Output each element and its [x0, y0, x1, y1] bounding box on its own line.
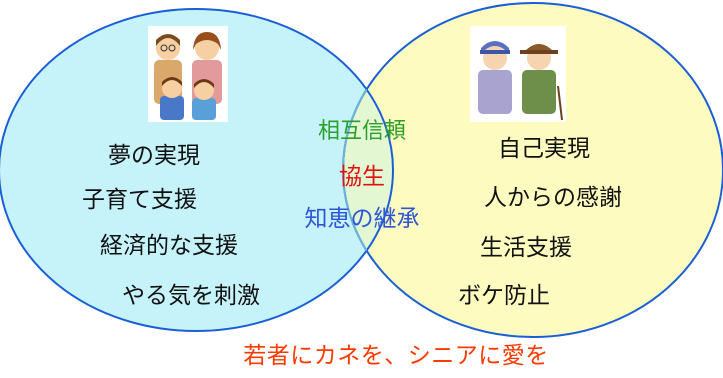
- elderly-couple-illustration: [470, 26, 566, 122]
- shared-mutual-trust: 相互信頼: [317, 119, 407, 144]
- senior-item-gratitude: 人からの感謝: [484, 185, 622, 211]
- young-item-financial-support: 経済的な支援: [100, 233, 238, 259]
- senior-item-self-realization: 自己実現: [498, 136, 590, 162]
- shared-wisdom-inheritance: 知恵の継承: [304, 206, 420, 232]
- young-circle-outline: [0, 8, 394, 332]
- overlap-outline: [342, 9, 393, 331]
- young-generation-circle: [0, 9, 393, 331]
- senior-item-dementia-prevention: ボケ防止: [458, 283, 550, 309]
- senior-generation-circle: [343, 3, 723, 337]
- young-item-motivation: やる気を刺激: [122, 283, 260, 309]
- shared-coexistence: 協生: [339, 164, 385, 190]
- family-illustration: [148, 26, 228, 122]
- young-item-childcare-support: 子育て支援: [82, 187, 197, 213]
- young-item-dream: 夢の実現: [108, 143, 200, 169]
- caption: 若者にカネを、シニアに愛を: [243, 343, 549, 369]
- senior-item-daily-support: 生活支援: [480, 235, 572, 261]
